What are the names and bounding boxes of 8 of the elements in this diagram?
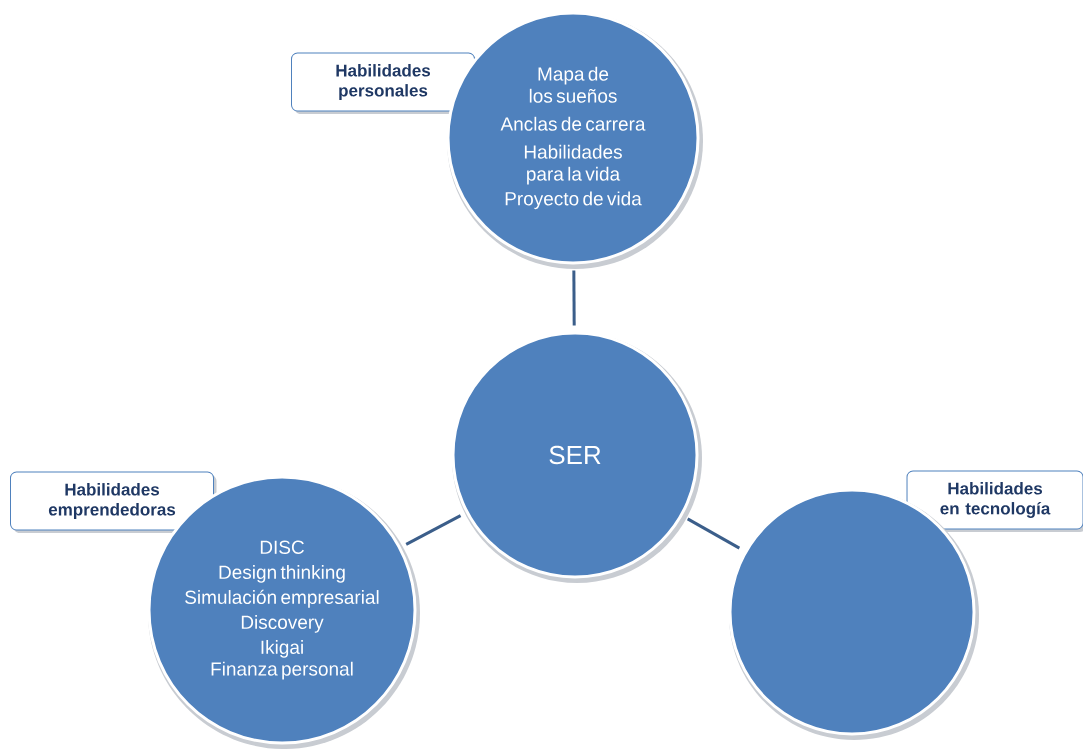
label-box: Habilidades personales bbox=[291, 52, 478, 114]
circle-node: SER bbox=[451, 331, 702, 583]
connector-line bbox=[572, 270, 576, 326]
connector-line bbox=[686, 517, 741, 550]
label-box: Habilidades en tecnología bbox=[906, 470, 1083, 532]
circle-node: Mapa de los sueños Anclas de carrera Habilidades para la vida Proyecto de vida bbox=[446, 11, 703, 269]
label-box: Habilidades emprendedoras bbox=[10, 471, 217, 533]
connector-line bbox=[405, 514, 462, 546]
